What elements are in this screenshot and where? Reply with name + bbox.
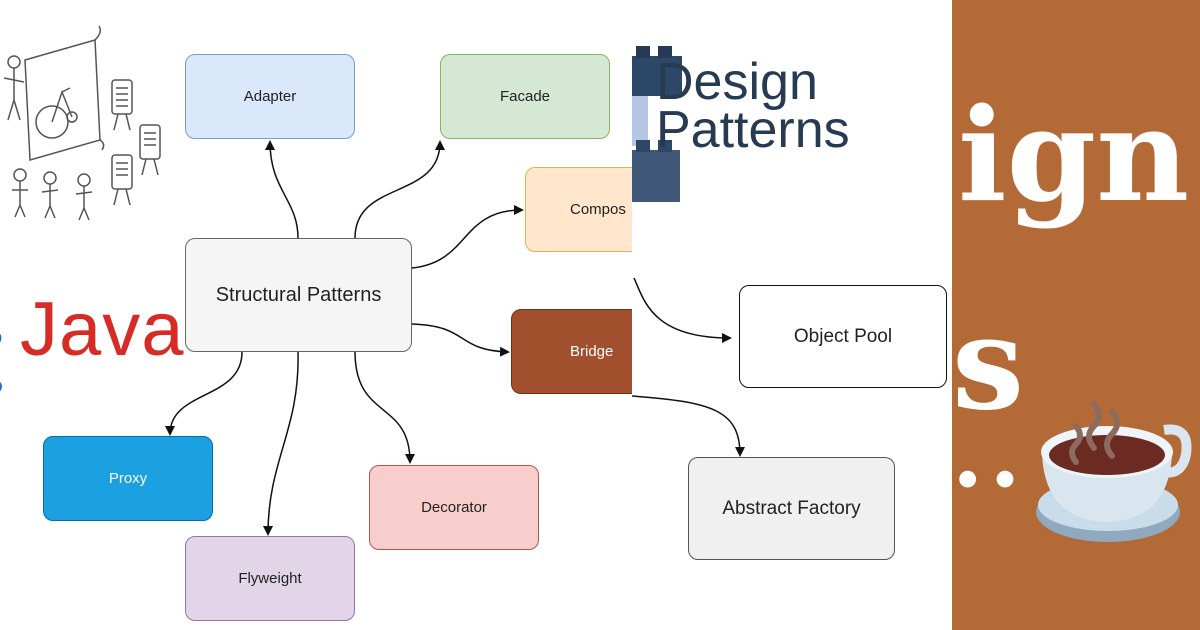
structural-patterns-panel: Java Adapter Facade Compos Structural Pa… (0, 25, 632, 621)
lego-bricks-icon (632, 46, 682, 202)
node-composite: Compos (525, 167, 632, 252)
design-patterns-panel: Design Patterns Object Pool Abstract Fac… (632, 0, 952, 630)
title-fragment-3: .. (952, 402, 1027, 508)
sketch-illustration (3, 25, 161, 221)
node-adapter: Adapter (185, 54, 355, 139)
coffee-cup-icon (1036, 401, 1192, 542)
title-line-1: Design (656, 53, 818, 111)
node-abstract-factory: Abstract Factory (688, 457, 895, 560)
node-facade: Facade (440, 54, 610, 139)
java-logo-text: Java (20, 287, 185, 372)
title-fragment-1: ign (958, 81, 1190, 231)
node-decorator: Decorator (369, 465, 539, 550)
node-flyweight: Flyweight (185, 536, 355, 621)
node-object-pool: Object Pool (739, 285, 947, 388)
node-proxy: Proxy (43, 436, 213, 521)
connectors-middle (632, 277, 745, 457)
title-line-2: Patterns (656, 101, 850, 159)
blog-cover-panel: ign s .. (952, 0, 1200, 630)
design-patterns-title: Design Patterns (656, 53, 850, 159)
node-structural-patterns: Structural Patterns (185, 238, 412, 352)
connectors-left (165, 140, 524, 536)
title-fragment-2: s (952, 289, 1025, 439)
node-bridge: Bridge (511, 309, 632, 394)
